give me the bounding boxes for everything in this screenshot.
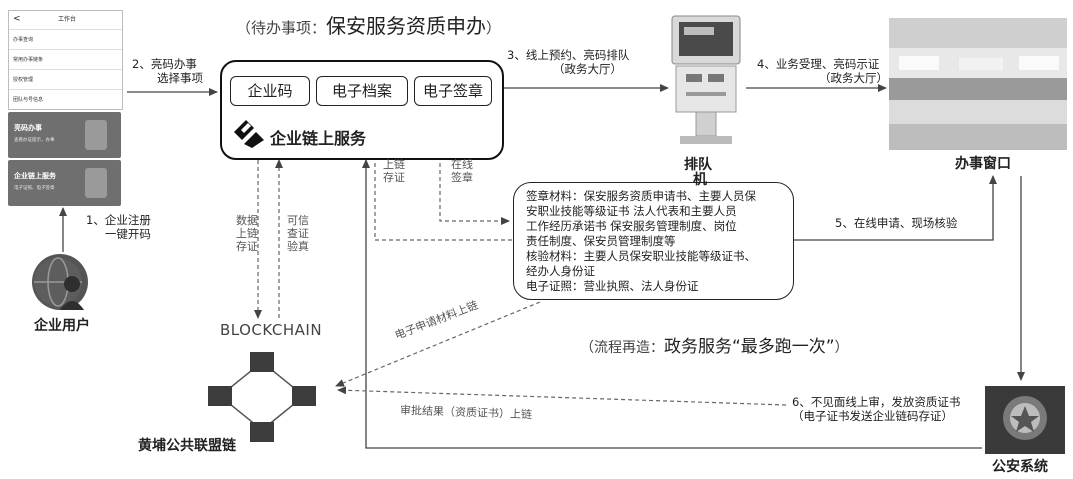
- slogan-main: 政务服务“最多跑一次”: [664, 337, 835, 357]
- step5-label: 5、在线申请、现场核验: [835, 216, 958, 230]
- service-logo-text: 企业链上服务: [270, 129, 367, 148]
- queue-kiosk-label: 排队 机: [684, 157, 712, 188]
- pill-enterprise-code: 企业码: [230, 76, 310, 106]
- card-chain-service: 企业链上服务 电子证照、电子签章: [8, 160, 121, 206]
- service-window-label: 办事窗口: [955, 156, 1011, 172]
- material-line: 责任制度、保安员管理制度等: [526, 234, 676, 248]
- enterprise-user-icon: [32, 254, 88, 310]
- header-main: 保安服务资质申办: [326, 14, 487, 38]
- material-line: 签章材料：保安服务资质申请书、主要人员保: [526, 189, 756, 203]
- arrow-step6: [362, 159, 982, 449]
- pill-e-archive: 电子档案: [316, 76, 408, 106]
- qr-phone-icon: [85, 120, 107, 150]
- step4-label: 4、业务受理、亮码示证 （政务大厅）: [757, 57, 888, 85]
- step6-label: 6、不见面线上审，发放资质证书 （电子证书发送企业链码存证）: [792, 395, 961, 423]
- material-line: 工作经历承诺书 保安服务管理制度、岗位: [526, 219, 737, 233]
- step3-label: 3、线上预约、亮码排队 （政务大厅）: [507, 48, 630, 76]
- material-line: 安职业技能等级证书 法人代表和主要人员: [526, 204, 737, 218]
- phone-row: 办事查询: [9, 29, 122, 49]
- data-up-label: 数据 上链 存证: [236, 214, 258, 254]
- material-line: 经办人身份证: [526, 264, 595, 278]
- pill-e-seal: 电子签章: [414, 76, 492, 106]
- back-icon: <: [13, 14, 21, 24]
- chain-store-label: 上链 存证: [383, 158, 405, 185]
- dashed-result-up: [337, 386, 787, 406]
- trust-check-label: 可信 查证 验真: [287, 214, 309, 254]
- card-sub: 电子证照、电子签章: [14, 186, 55, 191]
- phone-row: 常用办事链条: [9, 49, 122, 69]
- queue-kiosk-image: [671, 15, 741, 144]
- dashed-material-up: [335, 301, 541, 387]
- header-suffix: ）: [486, 19, 502, 37]
- header-prefix: （待办事项：: [236, 19, 327, 37]
- material-line: 核验材料：主要人员保安职业技能等级证书、: [526, 249, 756, 263]
- materials-box: 签章材料：保安服务资质申请书、主要人员保 安职业技能等级证书 法人代表和主要人员…: [513, 182, 794, 300]
- card-sub: 查看办证提示，办事: [14, 138, 55, 143]
- card-qr-service: 亮码办事 查看办证提示，办事: [8, 112, 121, 158]
- phone-title: 工作台: [58, 16, 77, 23]
- phone-row: 团队与号信息: [9, 89, 122, 109]
- blockchain-cubes-icon: [208, 352, 316, 442]
- phone-row: 授权管理: [9, 69, 122, 89]
- service-window-image: [889, 18, 1067, 150]
- phone-screen: < 工作台 办事查询 常用办事链条 授权管理 团队与号信息: [8, 10, 123, 110]
- blockchain-title: BLOCKCHAIN: [220, 321, 323, 339]
- step1-label: 1、企业注册 一键开码: [86, 213, 151, 241]
- online-sign-label: 在线 签章: [451, 158, 473, 185]
- enterprise-user-label: 企业用户: [34, 318, 90, 334]
- arrow-step5: [792, 175, 997, 241]
- chain-logo-icon: [234, 120, 264, 148]
- slogan-prefix: （流程再造：: [580, 340, 664, 356]
- blockchain-name: 黄埔公共联盟链: [138, 438, 236, 454]
- card-title: 企业链上服务: [14, 172, 56, 180]
- police-system-label: 公安系统: [992, 459, 1048, 475]
- header-title: （待办事项：保安服务资质申办）: [236, 14, 501, 38]
- police-system-image: [985, 386, 1065, 454]
- slogan: （流程再造：政务服务“最多跑一次”）: [580, 337, 849, 357]
- step2-label: 2、亮码办事 选择事项: [132, 57, 203, 85]
- card-title: 亮码办事: [14, 124, 42, 132]
- qr-phone-icon: [85, 168, 107, 198]
- material-line: 电子证照：营业执照、法人身份证: [526, 279, 699, 293]
- slogan-suffix: ）: [834, 340, 849, 356]
